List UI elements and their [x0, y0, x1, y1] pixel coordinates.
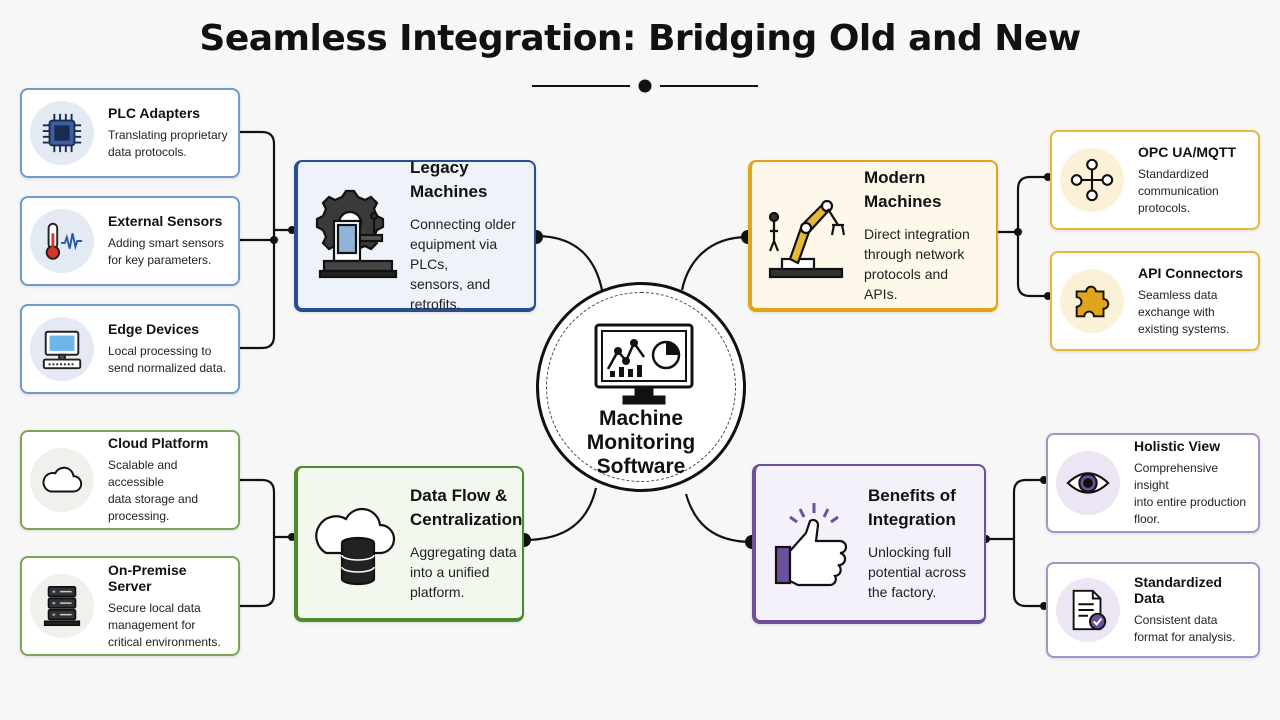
opc-ua-mqtt-desc-2: communication: [1138, 183, 1219, 198]
data-flow-desc-2: into a unified: [410, 564, 490, 580]
api-connectors-card: API Connectors Seamless data exchange wit…: [1050, 251, 1260, 351]
benefits-desc-1: Unlocking full: [868, 544, 952, 560]
external-sensors-desc-1: Adding smart sensors: [108, 236, 225, 250]
legacy-machines-title: Legacy Machines: [410, 158, 488, 201]
standardized-data-desc-2: format for analysis.: [1134, 630, 1236, 644]
benefits-desc-3: the factory.: [868, 584, 937, 600]
cloud-platform-desc-2: data storage and: [108, 492, 199, 506]
gear-machine-icon: [312, 185, 398, 285]
page-title: Seamless Integration: Bridging Old and N…: [199, 18, 1081, 59]
data-flow-card: Data Flow & Centralization Aggregating da…: [294, 466, 524, 622]
document-check-icon: [1056, 578, 1120, 642]
on-premise-server-title: On-Premise Server: [108, 561, 187, 594]
on-premise-server-desc-2: management for: [108, 617, 196, 632]
opc-ua-mqtt-card: OPC UA/MQTT Standardized communication pro…: [1050, 130, 1260, 230]
external-sensors-title: External Sensors: [108, 213, 223, 229]
on-premise-server-desc-3: critical environments.: [108, 634, 221, 649]
data-flow-desc-1: Aggregating data: [410, 544, 517, 560]
benefits-card: Benefits of Integration Unlocking full pot…: [752, 464, 986, 624]
standardized-data-title: Standardized Data: [1134, 574, 1222, 606]
puzzle-icon: [1060, 269, 1124, 333]
on-premise-server-card: On-Premise Server Secure local data manag…: [20, 556, 240, 656]
cloud-database-icon: [312, 493, 398, 593]
server-icon: [30, 574, 94, 638]
hub-label-line-3: Software: [596, 455, 686, 478]
edge-devices-title: Edge Devices: [108, 321, 200, 337]
benefits-title-2: Integration: [868, 510, 956, 529]
legacy-machines-desc-2: equipment via PLCs,: [410, 236, 498, 272]
edge-devices-desc-1: Local processing to: [108, 344, 212, 358]
modern-machines-desc-2: through network: [864, 246, 965, 262]
thermometer-icon: [30, 209, 94, 273]
holistic-view-title: Holistic View: [1134, 438, 1221, 454]
plc-adapters-desc-1: Translating proprietary: [108, 128, 228, 142]
legacy-machines-desc-3: sensors, and retrofits.: [410, 276, 491, 312]
plc-adapters-title: PLC Adapters: [108, 105, 201, 121]
modern-machines-desc-1: Direct integration: [864, 226, 970, 242]
hub-label-line-1: Machine: [598, 407, 684, 430]
modern-machines-title: Modern Machines: [864, 168, 942, 211]
chip-icon: [30, 101, 94, 165]
computer-icon: [30, 317, 94, 381]
plc-adapters-card: PLC Adapters Translating proprietary data…: [20, 88, 240, 178]
plc-adapters-desc-2: data protocols.: [108, 145, 187, 159]
data-flow-desc-3: platform.: [410, 584, 465, 600]
api-connectors-title: API Connectors: [1138, 264, 1244, 281]
api-connectors-desc-3: existing systems.: [1138, 321, 1230, 336]
standardized-data-card: Standardized Data Consistent data format …: [1046, 562, 1260, 658]
standardized-data-desc-1: Consistent data: [1134, 613, 1218, 627]
data-flow-title-1: Data Flow &: [410, 486, 508, 505]
cloud-icon: [30, 448, 94, 512]
legacy-machines-desc-1: Connecting older: [410, 216, 516, 232]
eye-icon: [1056, 451, 1120, 515]
robot-arm-icon: [766, 185, 852, 285]
cloud-platform-card: Cloud Platform Scalable and accessible da…: [20, 430, 240, 530]
modern-machines-card: Modern Machines Direct integration throug…: [748, 160, 998, 312]
modern-machines-desc-3: protocols and APIs.: [864, 266, 949, 302]
title-divider: [532, 79, 758, 93]
monitor-chart-icon: [594, 323, 694, 405]
external-sensors-card: External Sensors Adding smart sensors for…: [20, 196, 240, 286]
opc-ua-mqtt-desc-1: Standardized: [1138, 166, 1209, 181]
opc-ua-mqtt-desc-3: protocols.: [1138, 200, 1191, 215]
cloud-platform-desc-3: processing.: [108, 509, 170, 523]
benefits-title-1: Benefits of: [868, 486, 956, 505]
on-premise-server-desc-1: Secure local data: [108, 600, 201, 615]
benefits-desc-2: potential across: [868, 564, 967, 580]
edge-devices-card: Edge Devices Local processing to send nor…: [20, 304, 240, 394]
network-nodes-icon: [1060, 148, 1124, 212]
external-sensors-desc-2: for key parameters.: [108, 253, 212, 267]
holistic-view-desc-2: into entire production: [1134, 495, 1247, 509]
data-flow-title-2: Centralization: [410, 510, 523, 529]
api-connectors-desc-1: Seamless data: [1138, 287, 1218, 302]
hub-label-line-2: Monitoring: [586, 431, 696, 454]
opc-ua-mqtt-title: OPC UA/MQTT: [1138, 143, 1236, 160]
holistic-view-card: Holistic View Comprehensive insight into …: [1046, 433, 1260, 533]
edge-devices-desc-2: send normalized data.: [108, 361, 227, 375]
cloud-platform-desc-1: Scalable and accessible: [108, 458, 178, 489]
thumbs-up-icon: [770, 493, 856, 593]
cloud-platform-title: Cloud Platform: [108, 435, 209, 451]
api-connectors-desc-2: exchange with: [1138, 304, 1215, 319]
monitoring-software-hub: Machine Monitoring Software: [536, 282, 746, 492]
holistic-view-desc-1: Comprehensive insight: [1134, 461, 1219, 492]
legacy-machines-card: Legacy Machines Connecting older equipmen…: [294, 158, 536, 312]
holistic-view-desc-3: floor.: [1134, 512, 1161, 526]
